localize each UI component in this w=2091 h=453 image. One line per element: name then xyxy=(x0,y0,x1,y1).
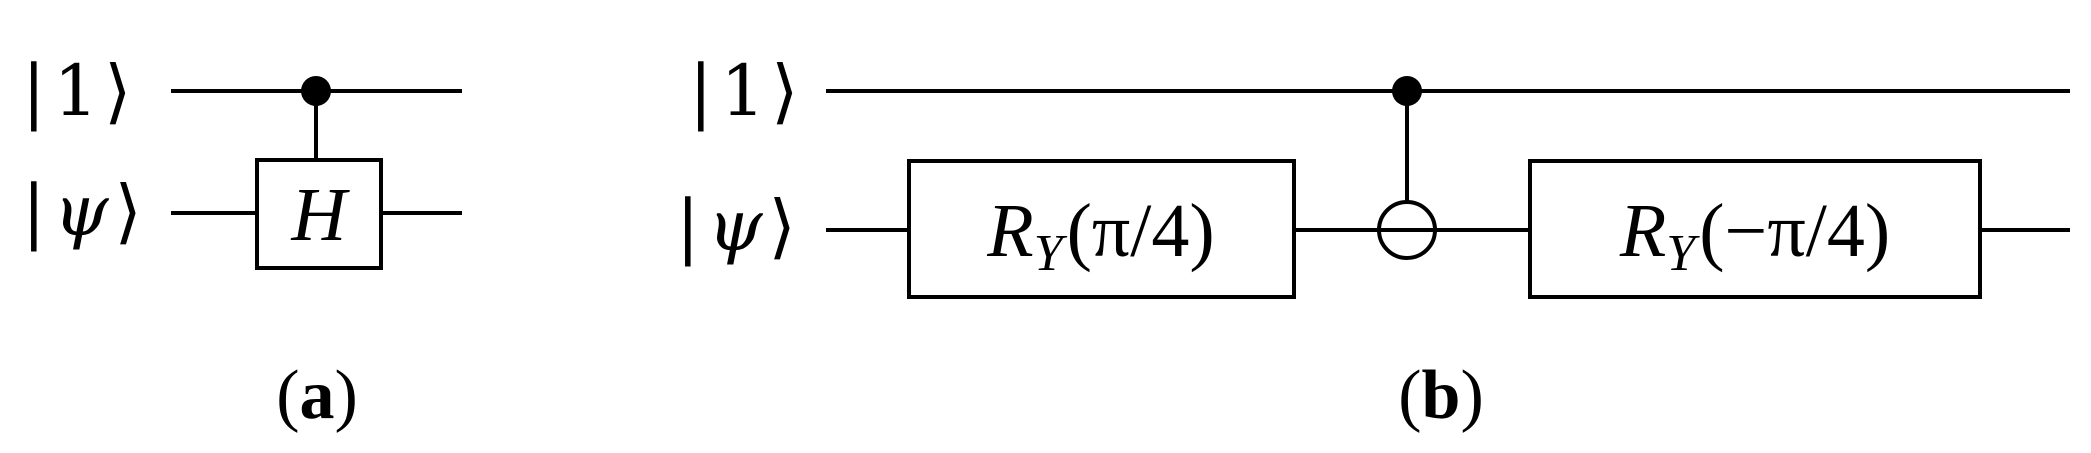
panel-a-top-ket: |1⟩ xyxy=(22,50,131,132)
panel-b-bottom-ket: |ψ⟩ xyxy=(676,185,796,267)
panel-b-ry-gate-right xyxy=(1528,159,1982,299)
panel-a-bottom-ket: |ψ⟩ xyxy=(22,170,142,252)
panel-b-ry-gate-left xyxy=(907,159,1296,299)
filled-dot-control-icon xyxy=(1392,76,1422,106)
panel-b-top-ket: |1⟩ xyxy=(689,50,798,132)
panel-a-h-gate xyxy=(255,158,383,270)
panel-a: |1⟩ |ψ⟩ H (a) xyxy=(22,50,462,434)
panel-b-ry-gate-right-label: RY(−π/4) xyxy=(1619,189,1890,282)
panel-a-h-gate-label: H xyxy=(291,173,351,257)
panel-a-caption: (a) xyxy=(276,357,358,434)
panel-b-caption: (b) xyxy=(1398,357,1484,434)
panel-b: |1⟩ |ψ⟩ RY(π/4) RY(−π/4) (b) xyxy=(676,50,2070,434)
filled-dot-control-icon xyxy=(301,76,331,106)
panel-b-ry-gate-left-label: RY(π/4) xyxy=(986,189,1214,282)
